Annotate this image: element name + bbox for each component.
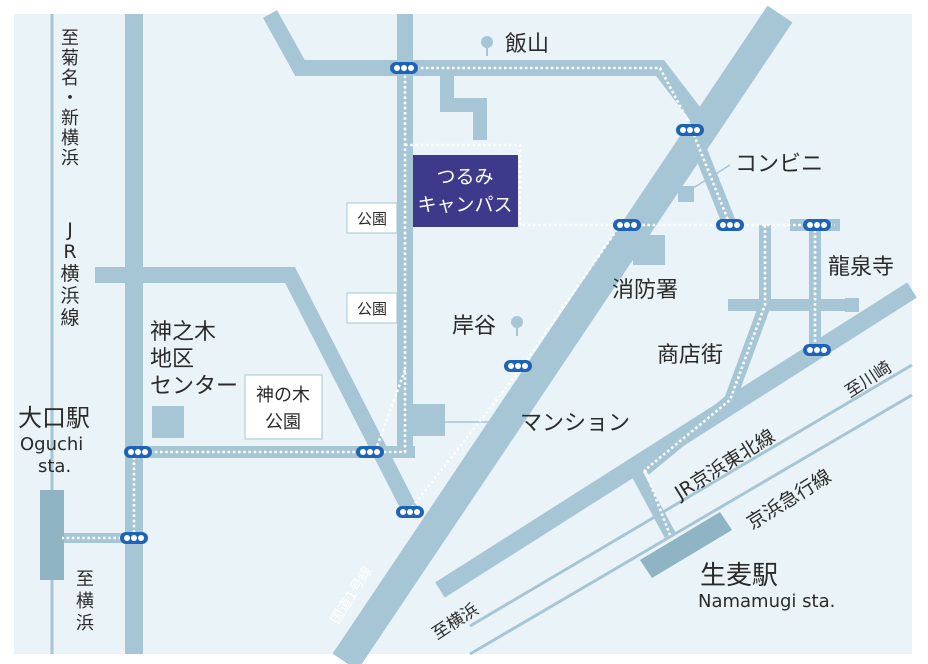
kaminoki-park-box bbox=[244, 374, 323, 440]
park-box-1 bbox=[346, 202, 398, 234]
keikyu-track-2 bbox=[469, 363, 913, 628]
traffic-signal-icon bbox=[124, 446, 152, 458]
vertical-char: 浜 bbox=[61, 148, 79, 169]
kaminoki-park-label-2: 公園 bbox=[265, 412, 301, 433]
kaminoki-center-building bbox=[152, 406, 184, 438]
traffic-signal-icon bbox=[716, 219, 744, 231]
vertical-char: 菊 bbox=[61, 48, 79, 69]
traffic-signals bbox=[120, 62, 831, 544]
namamugi-platform bbox=[640, 512, 732, 578]
vertical-char: ・ bbox=[61, 88, 79, 109]
vertical-char: R bbox=[63, 241, 76, 263]
traffic-signal-icon bbox=[120, 532, 148, 544]
ryusenji-icon bbox=[845, 298, 859, 312]
pin-icon bbox=[481, 36, 493, 56]
kaminoki-center-label-1: 神之木 bbox=[150, 320, 216, 345]
oguchi-platform bbox=[40, 490, 64, 580]
vertical-char: 横 bbox=[76, 591, 94, 612]
vertical-char: 横 bbox=[60, 263, 79, 285]
vertical-char: 至 bbox=[76, 569, 94, 590]
tsurumi-campus[interactable] bbox=[413, 155, 518, 227]
traffic-signal-icon bbox=[396, 506, 424, 518]
vertical-char: 線 bbox=[60, 307, 79, 329]
vertical-char: J bbox=[66, 219, 73, 241]
traffic-signal-icon bbox=[803, 219, 831, 231]
traffic-signal-icon bbox=[613, 219, 641, 231]
fire-station-building bbox=[633, 235, 665, 265]
traffic-signal-icon bbox=[356, 446, 384, 458]
conbini-label: コンビニ bbox=[735, 152, 823, 177]
vertical-char: 浜 bbox=[60, 285, 79, 307]
kaminoki-center-label-2: 地区 bbox=[150, 347, 194, 372]
walking-route bbox=[62, 66, 835, 540]
fire-station-label: 消防署 bbox=[612, 278, 678, 303]
keikyu-track-1 bbox=[469, 393, 913, 656]
shotengai-label: 商店街 bbox=[657, 343, 723, 368]
map-background bbox=[14, 14, 912, 654]
vertical-char: 浜 bbox=[76, 613, 94, 634]
vertical-char: 名 bbox=[61, 68, 79, 89]
conbini-leader bbox=[689, 164, 731, 191]
road-namamugi bbox=[629, 467, 676, 538]
traffic-signal-icon bbox=[803, 344, 831, 356]
route-1 bbox=[332, 5, 793, 664]
oguchi-en-label-2: sta. bbox=[38, 456, 71, 477]
park-label-1: 公園 bbox=[357, 210, 387, 228]
to-yokohama-left-label: 至横浜 bbox=[76, 569, 94, 634]
pin-icon bbox=[511, 316, 523, 336]
to-kikuna-label: 至菊名・新横浜 bbox=[61, 28, 79, 169]
oguchi-station-label: 大口駅 bbox=[18, 404, 90, 432]
kishiya-label: 岸谷 bbox=[452, 314, 496, 339]
campus-label-1: つるみ bbox=[436, 166, 493, 188]
ryusenji-label: 龍泉寺 bbox=[828, 255, 894, 280]
park-label-2: 公園 bbox=[357, 300, 387, 318]
park-box-2 bbox=[346, 292, 398, 324]
traffic-signal-icon bbox=[504, 360, 532, 372]
vertical-char: 横 bbox=[61, 128, 79, 149]
campus-label-2: キャンパス bbox=[417, 194, 512, 216]
kaminoki-center-label-3: センター bbox=[150, 374, 238, 399]
mansion-label: マンション bbox=[520, 411, 630, 436]
namamugi-en-label: Namamugi sta. bbox=[698, 591, 835, 612]
vertical-char: 新 bbox=[61, 108, 79, 129]
road-campus-connector bbox=[440, 75, 487, 140]
vertical-char: 至 bbox=[61, 28, 79, 49]
iiyama-label: 飯山 bbox=[505, 32, 549, 57]
mansion-building bbox=[413, 404, 445, 436]
kaminoki-park-label-1: 神の木 bbox=[256, 385, 310, 406]
traffic-signal-icon bbox=[676, 124, 704, 136]
oguchi-en-label-1: Oguchi bbox=[20, 434, 83, 455]
namamugi-station-label: 生麦駅 bbox=[700, 561, 778, 591]
traffic-signal-icon bbox=[390, 62, 418, 74]
road-west bbox=[95, 267, 418, 514]
